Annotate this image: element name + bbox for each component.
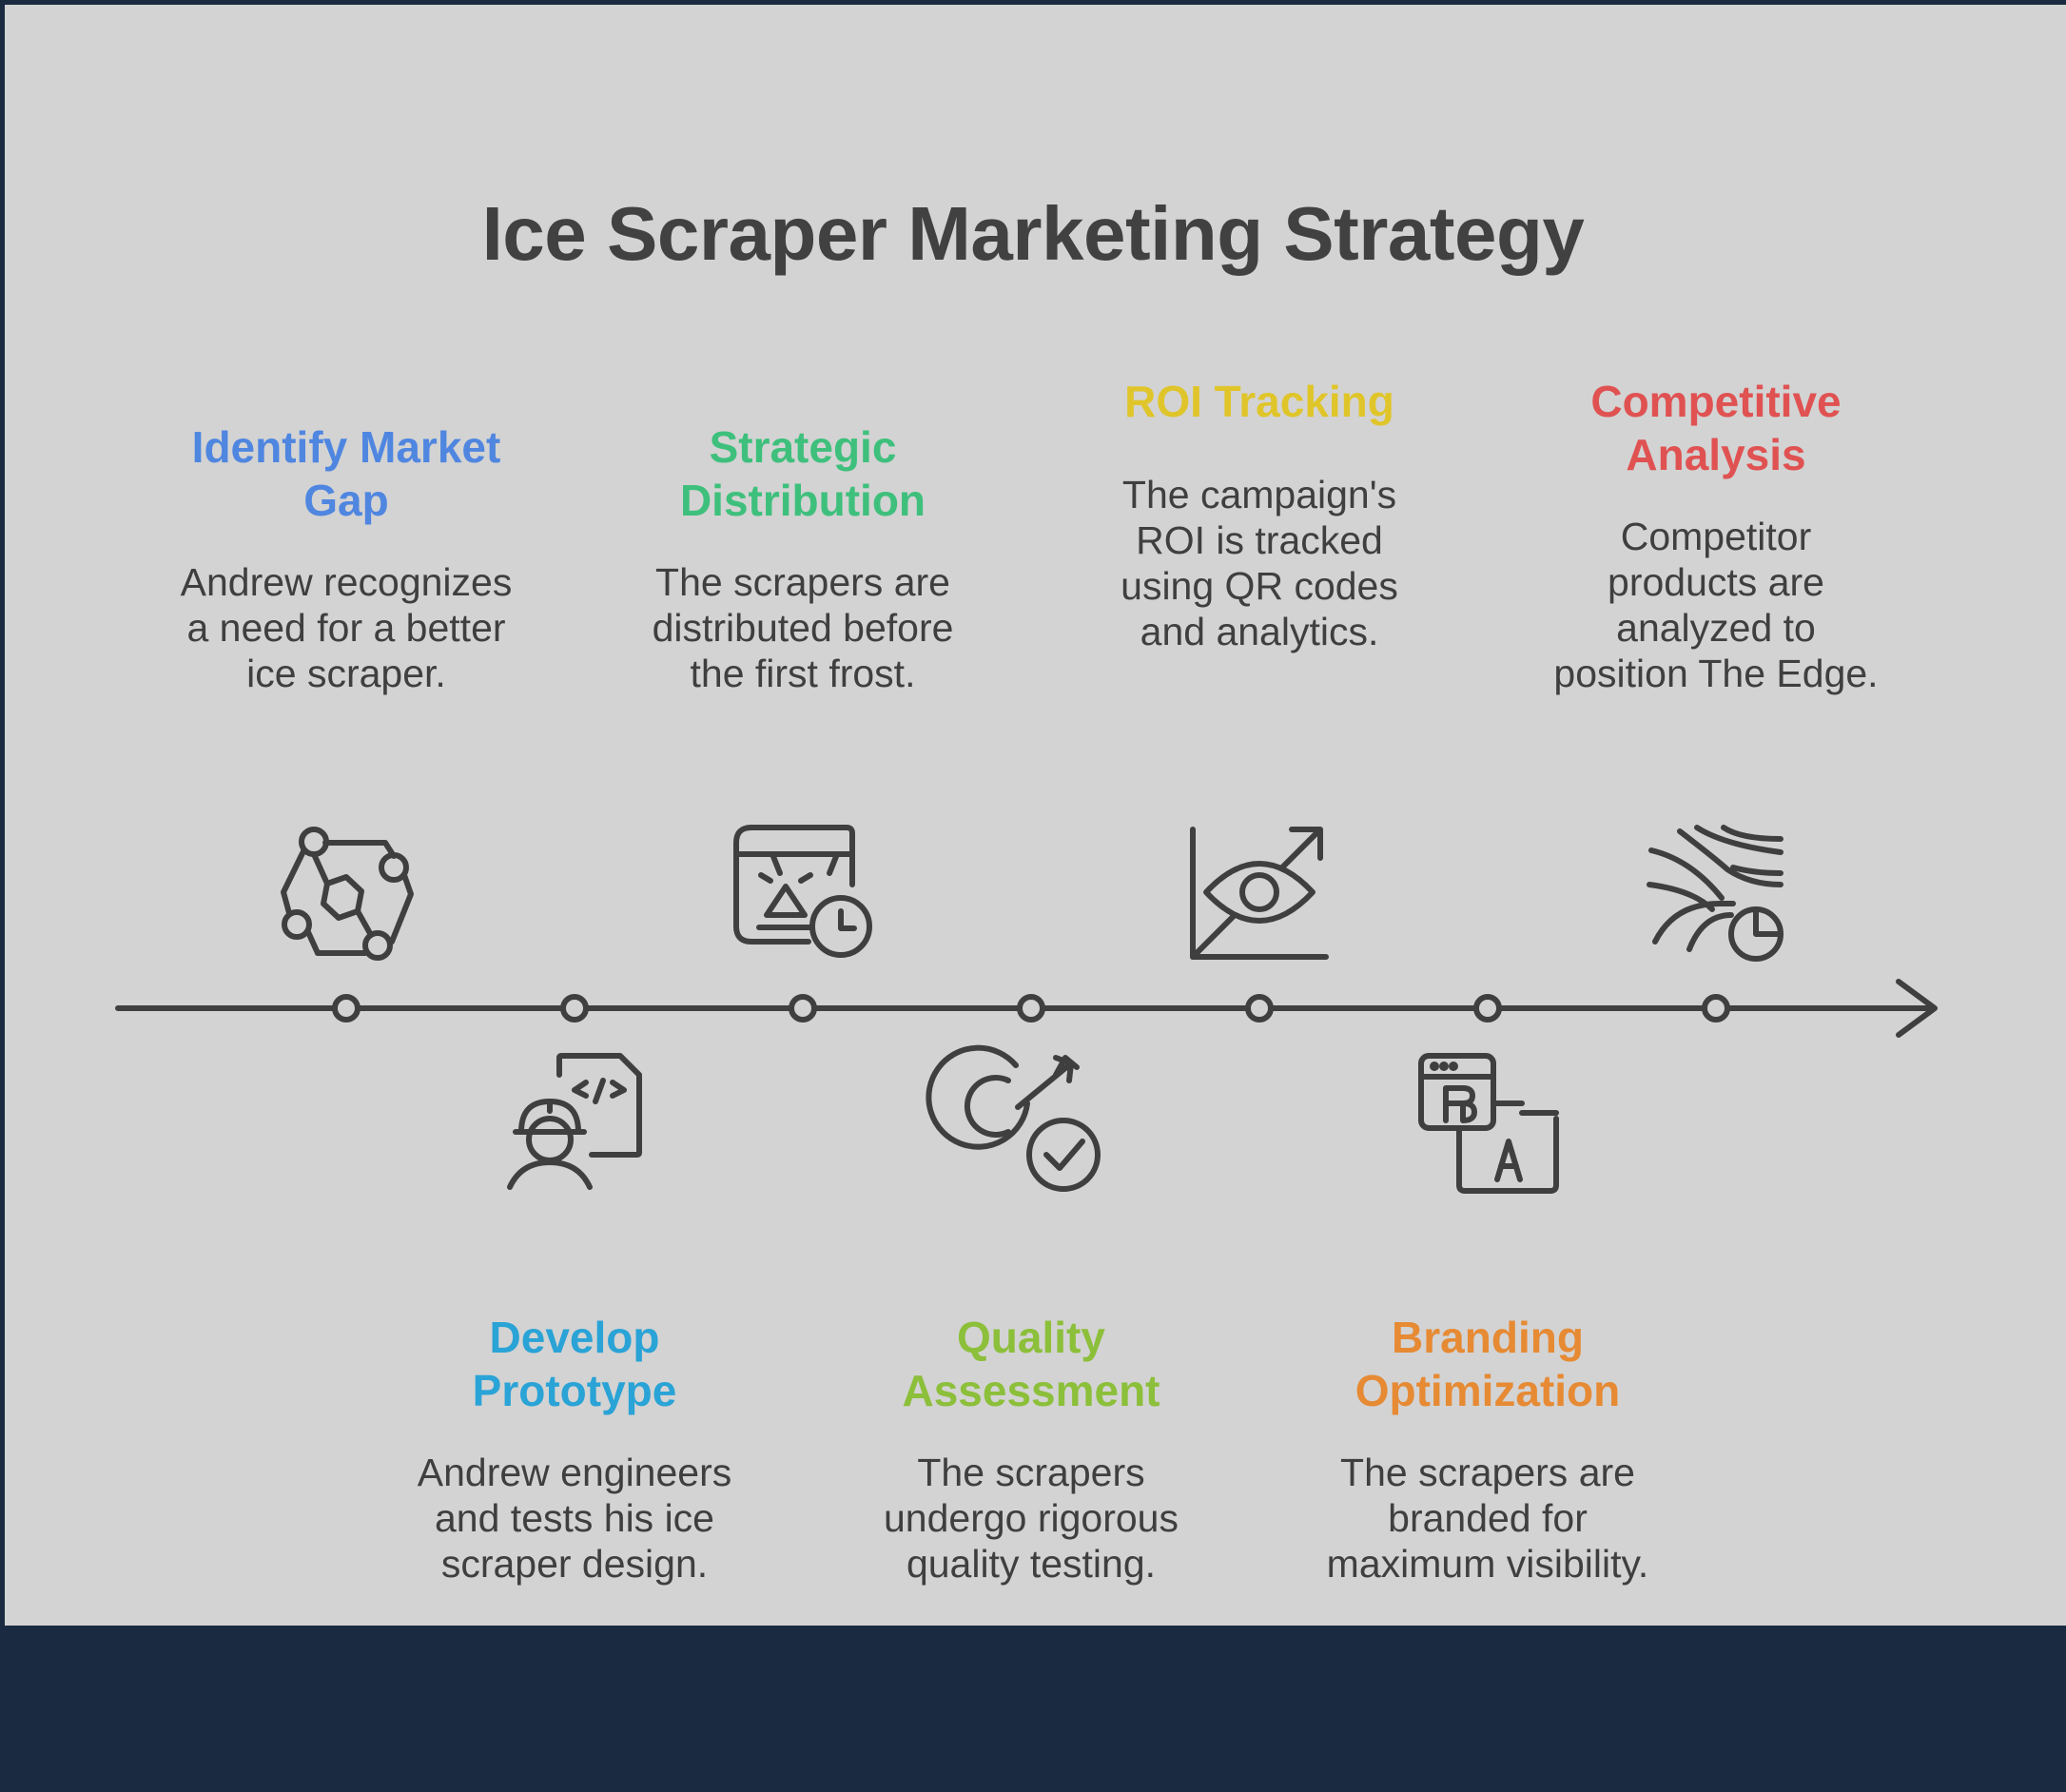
step-description-line: undergo rigorous: [884, 1496, 1179, 1540]
step-description-line: The campaign's: [1121, 473, 1397, 516]
step-description-line: maximum visibility.: [1326, 1542, 1649, 1586]
step-title-line: Strategic: [709, 422, 897, 472]
step-title-line: Distribution: [679, 476, 926, 525]
timeline-node: [560, 994, 589, 1023]
ab-test-icon: [1418, 1053, 1559, 1194]
wind-pie-icon: [1647, 825, 1783, 962]
step-title-line: Analysis: [1626, 430, 1806, 479]
step-description-line: analyzed to: [1616, 606, 1816, 650]
step-description-line: distributed before: [652, 606, 954, 650]
step-description-line: position The Edge.: [1553, 652, 1879, 695]
schedule-warning-icon: [733, 825, 872, 958]
eye-chart-icon: [1190, 827, 1329, 960]
step-title-line: Quality: [957, 1313, 1105, 1362]
step-description-line: branded for: [1388, 1496, 1588, 1540]
step-description-line: quality testing.: [906, 1542, 1157, 1586]
step-description-line: scraper design.: [440, 1542, 709, 1586]
step-description-line: Competitor: [1620, 515, 1812, 558]
network-hexagon-icon: [281, 827, 414, 961]
timeline-node: [1245, 994, 1274, 1023]
step-description-line: using QR codes: [1121, 564, 1398, 608]
step-description-line: and tests his ice: [435, 1496, 714, 1540]
target-check-icon: [926, 1044, 1101, 1192]
step-description-line: Andrew engineers: [417, 1451, 732, 1494]
step-title-line: Prototype: [472, 1366, 677, 1415]
diagram-panel: [5, 5, 2066, 1626]
step-description-line: ice scraper.: [246, 652, 446, 695]
step-description-line: a need for a better: [186, 606, 506, 650]
step-description-line: The scrapers: [917, 1451, 1145, 1494]
timeline-node: [1017, 994, 1045, 1023]
step-title-line: Optimization: [1355, 1366, 1621, 1415]
timeline-node: [1702, 994, 1730, 1023]
timeline-node: [789, 994, 817, 1023]
step-description-line: The scrapers are: [655, 560, 950, 604]
step-title: ROI Tracking: [1050, 375, 1469, 428]
step-title-line: Develop: [489, 1313, 660, 1362]
timeline-arrowhead: [1896, 979, 1938, 1038]
step-title-line: Assessment: [902, 1366, 1160, 1415]
timeline-node: [1473, 994, 1502, 1023]
step-description-line: products are: [1608, 560, 1824, 604]
engineer-code-icon: [507, 1053, 642, 1190]
step-description-line: ROI is tracked: [1136, 518, 1383, 562]
step-title-line: Competitive: [1590, 377, 1842, 426]
step-description-line: and analytics.: [1140, 610, 1379, 653]
step-description-line: Andrew recognizes: [180, 560, 513, 604]
page-title: Ice Scraper Marketing Strategy: [481, 191, 1585, 276]
step-title-line: ROI Tracking: [1124, 377, 1394, 426]
step-title-line: Gap: [303, 476, 389, 525]
step-description-line: The scrapers are: [1340, 1451, 1635, 1494]
timeline-node: [332, 994, 361, 1023]
step-title-line: Branding: [1392, 1313, 1584, 1362]
step-title-line: Identify Market: [191, 422, 501, 472]
step-description-line: the first frost.: [690, 652, 916, 695]
